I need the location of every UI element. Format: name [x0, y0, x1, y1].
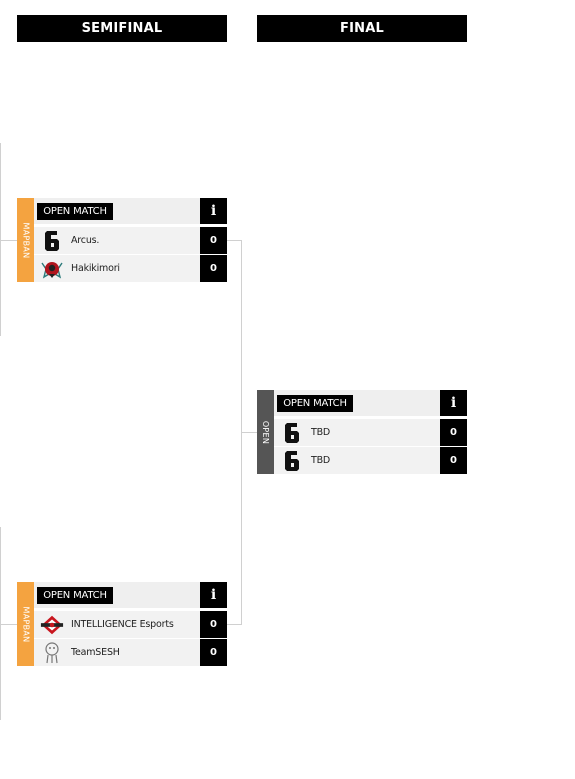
intelligence-esports-logo-icon: [40, 613, 64, 637]
info-icon[interactable]: i: [200, 582, 227, 608]
team-score: 0: [200, 639, 227, 666]
open-match-tag: OPEN MATCH: [37, 587, 113, 604]
bracket-connector: [0, 624, 17, 625]
info-icon[interactable]: i: [440, 390, 467, 416]
team-score: 0: [200, 611, 227, 638]
team-name: TBD: [311, 427, 331, 438]
team-score: 0: [440, 447, 467, 474]
bracket-connector: [0, 240, 17, 241]
round-header-final: FINAL: [257, 15, 467, 42]
round-header-semifinal: SEMIFINAL: [17, 15, 227, 42]
team-score: 0: [200, 255, 227, 282]
r6-siege-icon: [280, 449, 304, 473]
teamsesh-logo-icon: [40, 641, 64, 665]
match-header: OPEN MATCH i: [34, 582, 227, 608]
match-status-label: MAPBAN: [17, 198, 34, 282]
team-row[interactable]: TBD 0: [274, 419, 467, 446]
team-name: TeamSESH: [71, 647, 120, 658]
match-card-semifinal-1[interactable]: MAPBAN OPEN MATCH i Arcus. 0 Hakikimori …: [17, 198, 227, 282]
team-row[interactable]: TeamSESH 0: [34, 639, 227, 666]
team-row[interactable]: INTELLIGENCE Esports 0: [34, 611, 227, 638]
open-match-tag: OPEN MATCH: [37, 203, 113, 220]
bracket-connector: [0, 143, 1, 336]
team-row[interactable]: TBD 0: [274, 447, 467, 474]
match-card-final[interactable]: OPEN OPEN MATCH i TBD 0 TBD 0: [257, 390, 467, 474]
bracket-connector: [227, 240, 242, 241]
info-icon[interactable]: i: [200, 198, 227, 224]
match-status-label: MAPBAN: [17, 582, 34, 666]
team-score: 0: [200, 227, 227, 254]
open-match-tag: OPEN MATCH: [277, 395, 353, 412]
bracket-connector: [227, 624, 242, 625]
team-name: TBD: [311, 455, 331, 466]
bracket-connector: [241, 432, 257, 433]
hakikimori-logo-icon: [40, 257, 64, 281]
match-header: OPEN MATCH i: [34, 198, 227, 224]
match-card-semifinal-2[interactable]: MAPBAN OPEN MATCH i INTELLIGENCE Esports…: [17, 582, 227, 666]
r6-siege-icon: [280, 421, 304, 445]
match-status-label: OPEN: [257, 390, 274, 474]
team-score: 0: [440, 419, 467, 446]
bracket-connector: [0, 527, 1, 720]
team-row[interactable]: Hakikimori 0: [34, 255, 227, 282]
team-name: INTELLIGENCE Esports: [71, 619, 174, 630]
match-header: OPEN MATCH i: [274, 390, 467, 416]
r6-siege-icon: [40, 229, 64, 253]
team-name: Arcus.: [71, 235, 100, 246]
team-row[interactable]: Arcus. 0: [34, 227, 227, 254]
team-name: Hakikimori: [71, 263, 120, 274]
